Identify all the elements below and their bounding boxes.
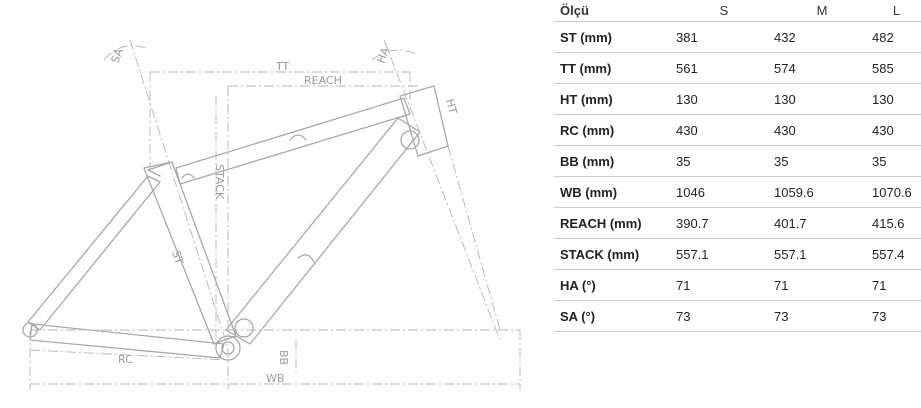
row-label: TT (mm): [554, 52, 674, 84]
bike-frame-geometry-diagram: SA HA TT REACH HT STACK ST RC BB WB: [22, 39, 521, 390]
table-cell: 574: [772, 52, 870, 84]
table-row: REACH (mm) 390.7 401.7 415.6: [554, 207, 921, 239]
ht-label: HT: [443, 98, 459, 116]
row-label: REACH (mm): [554, 207, 674, 239]
row-label: HT (mm): [554, 83, 674, 115]
size-header: M: [772, 0, 870, 22]
table-row: WB (mm) 1046 1059.6 1070.6: [554, 176, 921, 208]
table-cell: 71: [674, 269, 772, 301]
table-cell: 35: [870, 145, 921, 177]
row-label: SA (°): [554, 300, 674, 332]
reach-label: REACH: [304, 74, 342, 87]
table-cell: 561: [674, 52, 772, 84]
down-tube: [225, 117, 421, 345]
table-cell: 482: [870, 21, 921, 53]
row-label: RC (mm): [554, 114, 674, 146]
table-cell: 557.1: [674, 238, 772, 270]
row-label: STACK (mm): [554, 238, 674, 270]
table-row: STACK (mm) 557.1 557.1 557.4: [554, 238, 921, 270]
seat-stay: [27, 175, 161, 331]
table-cell: 35: [772, 145, 870, 177]
rc-label: RC: [118, 353, 133, 366]
head-tube: [399, 85, 449, 157]
ha-label: HA: [375, 45, 393, 65]
table-cell: 557.1: [772, 238, 870, 270]
table-cell: 1059.6: [772, 176, 870, 208]
header-label: Ölçü: [554, 0, 674, 22]
tt-label: TT: [275, 60, 290, 73]
table-header-row: Ölçü S M L: [554, 0, 921, 22]
st-label: ST: [169, 249, 186, 266]
table-cell: 432: [772, 21, 870, 53]
table-cell: 130: [674, 83, 772, 115]
table-row: BB (mm) 35 35 35: [554, 145, 921, 177]
table-cell: 35: [674, 145, 772, 177]
table-cell: 71: [772, 269, 870, 301]
stack-label: STACK: [213, 164, 226, 200]
table-cell: 430: [674, 114, 772, 146]
chain-stay: [29, 323, 225, 359]
table-cell: 130: [870, 83, 921, 115]
table-cell: 390.7: [674, 207, 772, 239]
table-cell: 415.6: [870, 207, 921, 239]
table-row: HT (mm) 130 130 130: [554, 83, 921, 115]
size-header: L: [870, 0, 921, 22]
table-cell: 430: [870, 114, 921, 146]
table-cell: 381: [674, 21, 772, 53]
top-tube: [175, 97, 411, 185]
table-row: TT (mm) 561 574 585: [554, 52, 921, 84]
size-header: S: [674, 0, 772, 22]
table-cell: 1046: [674, 176, 772, 208]
table-cell: 71: [870, 269, 921, 301]
table-row: ST (mm) 381 432 482: [554, 21, 921, 53]
geometry-table: Ölçü S M L ST (mm) 381 432 482 TT (mm) 5…: [554, 0, 921, 332]
table-row: SA (°) 73 73 73: [554, 300, 921, 332]
bb-label: BB: [277, 350, 290, 365]
table-cell: 130: [772, 83, 870, 115]
sa-label: SA: [109, 46, 126, 65]
table-cell: 73: [870, 300, 921, 332]
table-cell: 430: [772, 114, 870, 146]
row-label: ST (mm): [554, 21, 674, 53]
table-cell: 401.7: [772, 207, 870, 239]
table-row: HA (°) 71 71 71: [554, 269, 921, 301]
table-cell: 1070.6: [870, 176, 921, 208]
table-cell: 73: [674, 300, 772, 332]
table-cell: 73: [772, 300, 870, 332]
table-cell: 585: [870, 52, 921, 84]
seat-tube: [143, 161, 237, 345]
table-row: RC (mm) 430 430 430: [554, 114, 921, 146]
row-label: BB (mm): [554, 145, 674, 177]
table-cell: 557.4: [870, 238, 921, 270]
wb-label: WB: [266, 372, 284, 385]
row-label: HA (°): [554, 269, 674, 301]
row-label: WB (mm): [554, 176, 674, 208]
